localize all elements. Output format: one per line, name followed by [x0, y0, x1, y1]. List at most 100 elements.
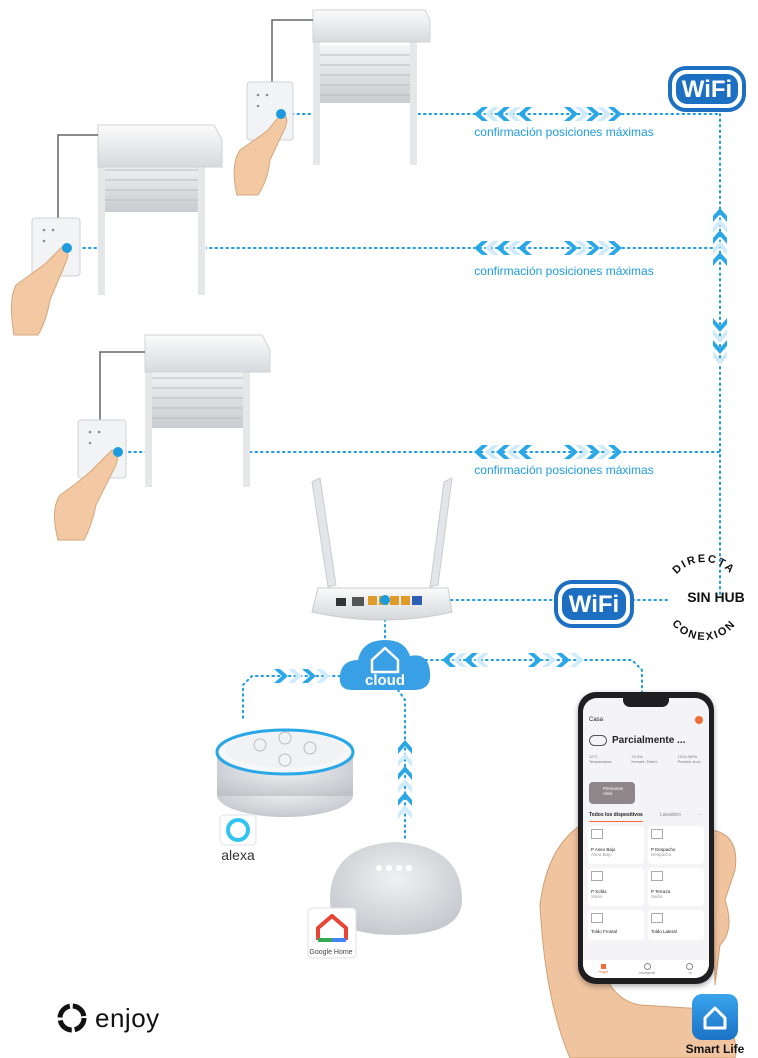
device-name: Toldo Frontal — [591, 929, 641, 934]
user-nav-icon — [686, 963, 693, 970]
stamp-ring-bottom: CONEXION — [669, 618, 738, 643]
smart-life-icon — [692, 994, 738, 1040]
nav-me-label: Yo — [688, 971, 692, 975]
device-grid: P Aseo Bajo Aseo Bajo P Despacho Despach… — [588, 826, 704, 940]
caption-blind-top: confirmación posiciones máximas — [474, 125, 653, 139]
nav-home-label: Hogar — [599, 970, 609, 974]
arrow-chevron-up — [398, 740, 412, 754]
cloud-weather-icon — [589, 735, 607, 746]
nav-smart-label: Inteligente — [639, 971, 655, 975]
enjoy-brand: enjoy — [55, 1000, 160, 1036]
enjoy-logo-icon — [55, 1001, 89, 1035]
caption-blind-middle: confirmación posiciones máximas — [474, 264, 653, 278]
smart-life-app: Smart Life — [680, 994, 750, 1056]
caption-blind-bottom: confirmación posiciones máximas — [474, 463, 653, 477]
nav-smart[interactable]: Inteligente — [639, 963, 655, 975]
device-name: Toldo Lateral — [651, 929, 701, 934]
stat-pressure: 1013.3hPaPresión al ai... — [678, 754, 703, 770]
blind-device-icon — [651, 871, 663, 881]
enjoy-label: enjoy — [95, 1003, 160, 1034]
stat-label: Presión al ai... — [678, 759, 703, 764]
scene-card-label: Persianas Abrir — [603, 786, 623, 796]
arrow-chevron-right — [274, 669, 288, 683]
arrow-chevron-right — [302, 669, 316, 683]
svg-text:CONEXION: CONEXION — [669, 618, 738, 643]
device-room: Salón — [591, 894, 641, 899]
home-selector[interactable]: Casa — [589, 717, 603, 723]
weather-label: Parcialmente ... — [612, 735, 685, 746]
device-card[interactable]: P Aseo Bajo Aseo Bajo — [588, 826, 644, 864]
wall-cable — [100, 352, 145, 420]
router-antenna-right — [430, 478, 452, 587]
smart-life-label: Smart Life — [680, 1042, 750, 1056]
phone-header: Casa — [589, 714, 703, 726]
stamp-center: SIN HUB — [687, 589, 745, 605]
weather-row: Parcialmente ... — [589, 732, 705, 748]
device-room: Salón — [651, 894, 701, 899]
arrow-chevron-up — [398, 805, 412, 819]
device-room: Aseo Bajo — [591, 852, 641, 857]
wifi-badge-router: WiFi — [556, 582, 632, 626]
blind-box — [145, 335, 270, 372]
stat-label: Humed. Exteri. — [631, 759, 657, 764]
stamp-ring-top: DIRECTA — [670, 553, 737, 577]
blind-slats — [320, 45, 410, 103]
wifi-top-label: WiFi — [682, 76, 732, 103]
nav-home[interactable]: Hogar — [599, 964, 609, 974]
cloud-node: cloud — [340, 640, 430, 690]
alexa-label: alexa — [221, 847, 255, 863]
device-card[interactable]: P Despacho Despacho — [648, 826, 704, 864]
arrow-chevron-right — [570, 653, 584, 667]
blind-device-icon — [591, 829, 603, 839]
smartphone: Casa Parcialmente ... 12°CTemperatura 74… — [578, 692, 714, 984]
home-nav-icon — [601, 964, 606, 969]
connection-stamp: DIRECTA CONEXION SIN HUB — [669, 553, 744, 643]
bottom-nav: Hogar Inteligente Yo — [583, 960, 709, 978]
blind-bottom: confirmación posiciones máximas — [54, 335, 653, 540]
wifi-badge-top: WiFi — [670, 68, 744, 110]
device-card[interactable]: P Sofás Salón — [588, 868, 644, 906]
sun-nav-icon — [644, 963, 651, 970]
scene-card[interactable]: Persianas Abrir — [589, 782, 635, 804]
google-home-label: Google Home — [309, 949, 352, 956]
phone-notch — [623, 698, 669, 707]
blind-slats — [105, 160, 198, 212]
blind-device-icon — [651, 829, 663, 839]
router — [312, 478, 452, 620]
device-card[interactable]: Toldo Frontal — [588, 910, 644, 940]
touch-point — [113, 447, 123, 457]
stat-label: Temperatura — [589, 759, 611, 764]
cloud-label: cloud — [365, 672, 405, 689]
wifi-router-label: WiFi — [569, 591, 619, 618]
blind-device-icon — [591, 871, 603, 881]
weather-stats: 12°CTemperatura 74.5%Humed. Exteri. 1013… — [589, 754, 703, 770]
svg-text:DIRECTA: DIRECTA — [670, 553, 737, 577]
device-card[interactable]: Toldo Lateral — [648, 910, 704, 940]
touch-point — [62, 243, 72, 253]
blind-box — [98, 125, 222, 167]
blind-top: confirmación posiciones máximas — [234, 10, 654, 195]
blind-device-icon — [651, 913, 663, 923]
blind-device-icon — [591, 913, 603, 923]
google-home-mini: Google Home — [308, 842, 462, 958]
router-antenna-left — [312, 478, 336, 587]
arrow-chevron-right — [564, 241, 578, 255]
tab-more[interactable]: ··· — [698, 812, 703, 822]
tab-all-devices[interactable]: Todos los dispositivos — [589, 812, 643, 822]
wall-cable — [58, 135, 98, 218]
device-room: Despacho — [651, 852, 701, 857]
add-device-icon[interactable] — [695, 716, 703, 724]
alexa-echo-dot: alexa — [217, 730, 353, 863]
tab-lavadero[interactable]: Lavadero — [660, 812, 681, 822]
blind-box — [313, 10, 430, 42]
home-icon — [692, 994, 738, 1040]
device-card[interactable]: P Terraza Salón — [648, 868, 704, 906]
room-tabs: Todos los dispositivos Lavadero ··· — [589, 812, 703, 822]
router-connection-point — [380, 595, 390, 605]
touch-point — [276, 109, 286, 119]
nav-me[interactable]: Yo — [686, 963, 693, 975]
wall-cable — [272, 20, 313, 82]
stat-humidity: 74.5%Humed. Exteri. — [631, 754, 657, 770]
